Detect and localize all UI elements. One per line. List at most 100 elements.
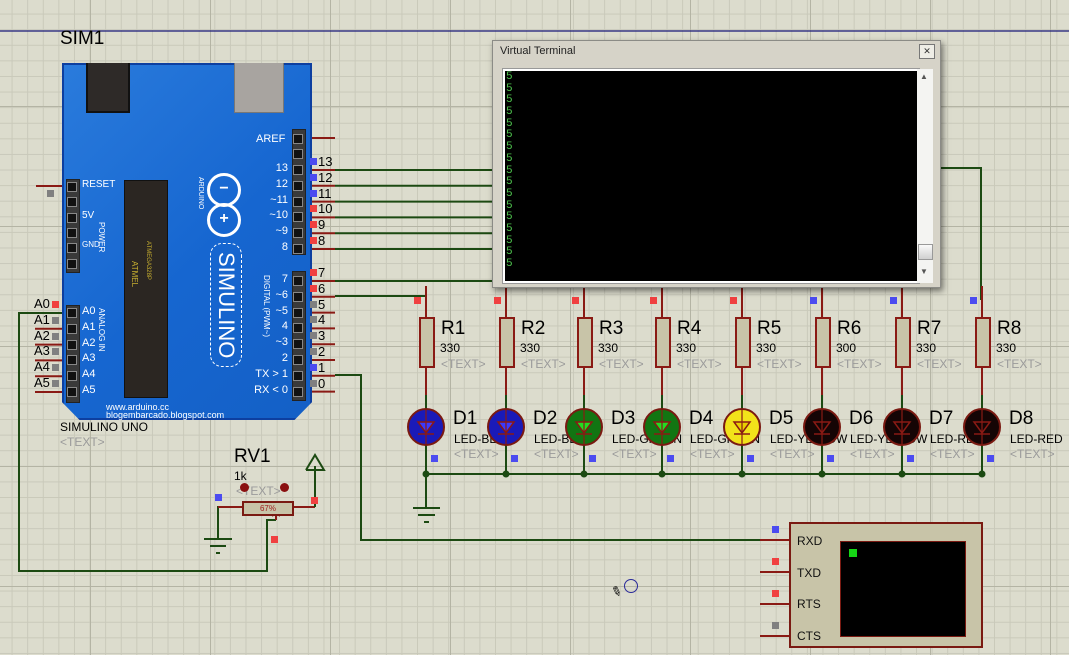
digital-pin-10[interactable] — [293, 212, 303, 223]
led-d3[interactable] — [565, 408, 603, 446]
led-d8[interactable] — [963, 408, 1001, 446]
pin-number-label: 9 — [318, 217, 326, 233]
arduino-brand-text: ARDUINO — [197, 177, 204, 210]
power-pin[interactable] — [67, 243, 77, 254]
power-pin[interactable] — [67, 197, 77, 208]
power-pin[interactable] — [67, 212, 77, 223]
pot-value-label: 1k — [234, 469, 247, 483]
logic-state-indicator — [310, 379, 317, 387]
a0-to-pot-wire — [18, 312, 268, 572]
resistor-ref-label: R8 — [997, 318, 1022, 339]
digital-pin-5[interactable] — [293, 307, 303, 318]
digital-pin-9[interactable] — [293, 228, 303, 239]
digital-pin-label: ~9 — [275, 225, 288, 238]
analog-pin-label: A3 — [82, 352, 96, 365]
power-pin[interactable] — [67, 227, 77, 238]
resistor-r1[interactable] — [419, 317, 435, 368]
analog-outside-label: A2 — [34, 327, 50, 343]
digital-pin-label: ~3 — [275, 336, 288, 349]
digital-pin-6[interactable] — [293, 291, 303, 302]
logic-state-indicator — [310, 363, 317, 371]
logic-state-indicator — [310, 332, 317, 340]
pin-label-rxd: RXD — [797, 534, 823, 548]
resistor-r2[interactable] — [499, 317, 515, 368]
scroll-thumb[interactable] — [918, 244, 933, 260]
logic-state-indicator — [730, 297, 737, 304]
resistor-value-label: 330 — [520, 341, 541, 355]
terminal-line: 5 — [506, 117, 513, 130]
resistor-value-label: 330 — [676, 341, 697, 355]
pot-decrement-icon[interactable] — [240, 483, 249, 492]
digital-pin-11[interactable] — [293, 196, 303, 207]
analog-pin-a4[interactable] — [67, 371, 77, 382]
potentiometer-body[interactable]: 67% — [242, 501, 294, 516]
diode-symbol-icon — [574, 410, 594, 444]
resistor-r8[interactable] — [975, 317, 991, 368]
logic-state-indicator — [511, 455, 518, 462]
resistor-r5[interactable] — [735, 317, 751, 368]
power-pin[interactable] — [67, 182, 77, 192]
digital-pin-label: ~11 — [270, 193, 288, 206]
digital-pin-4[interactable] — [293, 323, 303, 334]
usb-connector — [234, 63, 284, 113]
digital-pin-label: 13 — [275, 162, 288, 174]
digital-pin-8[interactable] — [293, 244, 303, 254]
power-pin[interactable] — [67, 258, 77, 269]
logic-state-indicator — [650, 297, 657, 304]
arduino-logo-minus-icon: − — [207, 173, 241, 207]
data-wire-d6 — [335, 295, 427, 300]
logic-state-indicator — [311, 497, 318, 504]
resistor-text-placeholder: <TEXT> — [521, 357, 566, 371]
analog-pin-a1[interactable] — [67, 323, 77, 334]
pin-number-label: 5 — [318, 296, 326, 312]
digital-pin-13[interactable] — [293, 165, 303, 175]
analog-outside-label: A3 — [34, 343, 50, 359]
led-d5[interactable] — [723, 408, 761, 446]
digital-pin-label: 12 — [275, 177, 288, 190]
pin-number-label: 0 — [318, 375, 326, 391]
virtual-terminal-device[interactable]: RXD TXD RTS CTS — [789, 522, 983, 648]
vertical-scrollbar[interactable]: ▲ ▼ — [917, 69, 933, 283]
pot-ground-wire — [217, 506, 242, 539]
led-d7[interactable] — [883, 408, 921, 446]
logic-state-indicator — [52, 364, 59, 372]
digital-pin-12[interactable] — [293, 180, 303, 191]
digital-pin-1[interactable] — [293, 370, 303, 381]
close-icon[interactable]: ✕ — [919, 44, 935, 59]
led-d1[interactable] — [407, 408, 445, 446]
resistor-r4[interactable] — [655, 317, 671, 368]
resistor-r7[interactable] — [895, 317, 911, 368]
led-text-placeholder: <TEXT> — [850, 447, 895, 461]
scroll-down-icon[interactable]: ▼ — [920, 267, 928, 276]
pot-wiper-wire — [266, 519, 276, 531]
arduino-text-placeholder: <TEXT> — [60, 435, 105, 449]
analog-pin-a5[interactable] — [67, 387, 77, 397]
analog-pin-a2[interactable] — [67, 339, 77, 350]
chip-label-part: ATMEGA328P — [145, 241, 151, 280]
terminal-line: 5 — [506, 222, 513, 235]
diode-symbol-icon — [732, 410, 752, 444]
activity-led — [849, 549, 857, 557]
resistor-r3[interactable] — [577, 317, 593, 368]
digital-pin-7[interactable] — [293, 276, 303, 286]
led-d2[interactable] — [487, 408, 525, 446]
scroll-up-icon[interactable]: ▲ — [920, 72, 928, 81]
resistor-r6[interactable] — [815, 317, 831, 368]
led-d6[interactable] — [803, 408, 841, 446]
led-ref-label: D8 — [1009, 408, 1034, 429]
digital-pin-2[interactable] — [293, 355, 303, 365]
aref-pin[interactable] — [293, 134, 303, 144]
resistor-text-placeholder: <TEXT> — [757, 357, 802, 371]
pot-increment-icon[interactable] — [280, 483, 289, 492]
analog-pin-a0[interactable] — [67, 308, 77, 318]
terminal-line: 5 — [506, 246, 513, 259]
analog-pin-label: A1 — [82, 320, 96, 333]
led-d4[interactable] — [643, 408, 681, 446]
analog-pin-a3[interactable] — [67, 355, 77, 366]
digital-pin-0[interactable] — [293, 386, 303, 397]
digital-pin-3[interactable] — [293, 339, 303, 350]
